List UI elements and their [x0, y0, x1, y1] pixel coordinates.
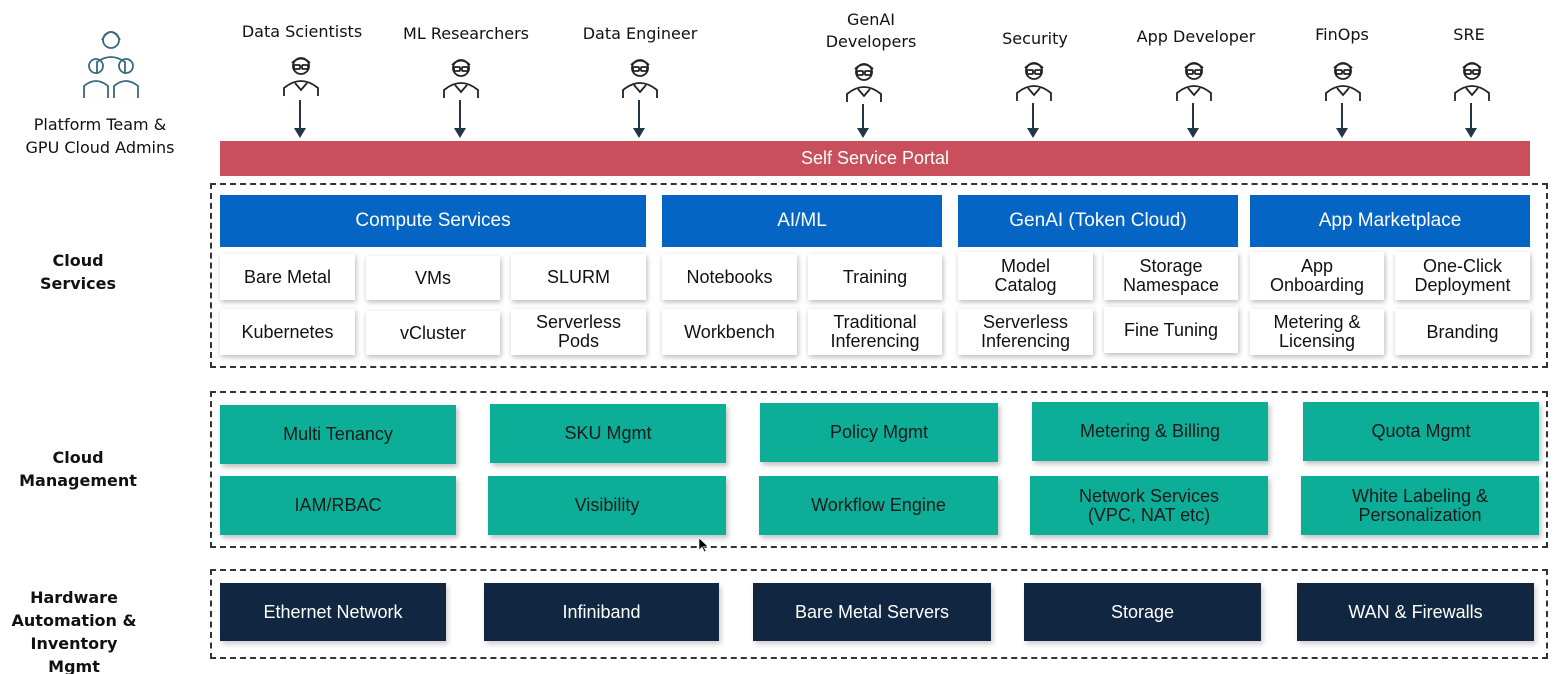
person-icon	[1323, 59, 1363, 103]
persona-sre-label: SRE	[1453, 25, 1485, 44]
hw-wan-firewalls[interactable]: WAN & Firewalls	[1297, 583, 1534, 641]
person-icon	[844, 60, 884, 104]
self-service-portal[interactable]: Self Service Portal	[220, 141, 1530, 176]
hw-bare-metal-servers[interactable]: Bare Metal Servers	[753, 583, 991, 641]
mgmt-iam-rbac[interactable]: IAM/RBAC	[220, 476, 456, 535]
cloud-management-label: Cloud Management	[19, 448, 137, 490]
person-icon	[1014, 59, 1054, 103]
service-storage-namespace[interactable]: Storage Namespace	[1104, 252, 1238, 300]
arrow-down-icon	[1187, 103, 1199, 138]
persona-genai-developers-label: GenAI Developers	[825, 10, 917, 51]
service-slurm[interactable]: SLURM	[511, 254, 646, 300]
team-icon	[83, 31, 139, 98]
mgmt-white-labeling[interactable]: White Labeling & Personalization	[1301, 476, 1539, 535]
mgmt-multi-tenancy[interactable]: Multi Tenancy	[220, 405, 456, 464]
service-training[interactable]: Training	[808, 254, 942, 300]
mgmt-sku[interactable]: SKU Mgmt	[490, 404, 726, 463]
service-serverless-inferencing[interactable]: Serverless Inferencing	[958, 309, 1093, 355]
hw-ethernet-network[interactable]: Ethernet Network	[220, 583, 446, 641]
service-serverless-pods[interactable]: Serverless Pods	[511, 309, 646, 355]
person-icon	[441, 56, 481, 100]
persona-app-developer-label: App Developer	[1136, 27, 1256, 46]
mgmt-quota[interactable]: Quota Mgmt	[1303, 402, 1539, 461]
mouse-cursor-icon	[699, 538, 709, 552]
service-vms[interactable]: VMs	[366, 256, 500, 300]
ai-ml-header[interactable]: AI/ML	[662, 195, 942, 247]
arrow-down-icon	[1465, 103, 1477, 138]
hardware-layer	[210, 569, 1548, 659]
person-icon	[1452, 59, 1492, 103]
cloud-management-layer	[210, 391, 1548, 548]
person-icon	[281, 54, 321, 98]
service-workbench[interactable]: Workbench	[662, 309, 797, 355]
arrow-down-icon	[857, 104, 869, 138]
persona-security-label: Security	[1002, 29, 1068, 48]
persona-ml-researchers-label: ML Researchers	[403, 24, 529, 43]
service-bare-metal[interactable]: Bare Metal	[220, 254, 355, 300]
service-model-catalog[interactable]: Model Catalog	[958, 252, 1093, 300]
mgmt-visibility[interactable]: Visibility	[488, 476, 726, 535]
service-kubernetes[interactable]: Kubernetes	[220, 309, 355, 355]
persona-data-engineer-label: Data Engineer	[582, 24, 698, 43]
service-app-onboarding[interactable]: App Onboarding	[1250, 252, 1384, 300]
service-fine-tuning[interactable]: Fine Tuning	[1104, 307, 1238, 353]
compute-services-header[interactable]: Compute Services	[220, 195, 646, 247]
mgmt-policy[interactable]: Policy Mgmt	[760, 403, 998, 462]
mgmt-network-services[interactable]: Network Services (VPC, NAT etc)	[1030, 476, 1268, 535]
persona-data-scientists-label: Data Scientists	[241, 22, 363, 41]
hw-infiniband[interactable]: Infiniband	[484, 583, 719, 641]
service-vcluster[interactable]: vCluster	[366, 311, 500, 355]
service-traditional-inferencing[interactable]: Traditional Inferencing	[808, 309, 942, 355]
cloud-services-layer	[210, 183, 1548, 368]
service-notebooks[interactable]: Notebooks	[662, 254, 797, 300]
mgmt-workflow-engine[interactable]: Workflow Engine	[759, 476, 998, 535]
service-branding[interactable]: Branding	[1395, 309, 1530, 355]
app-marketplace-header[interactable]: App Marketplace	[1250, 195, 1530, 247]
service-metering-licensing[interactable]: Metering & Licensing	[1250, 309, 1384, 355]
hardware-label: Hardware Automation & Inventory Mgmt	[11, 588, 137, 674]
genai-header[interactable]: GenAI (Token Cloud)	[958, 195, 1238, 247]
mgmt-metering-billing[interactable]: Metering & Billing	[1032, 402, 1268, 461]
arrow-down-icon	[294, 100, 306, 138]
admin-label: Platform Team & GPU Cloud Admins	[25, 115, 175, 157]
person-icon	[620, 56, 660, 100]
arrow-down-icon	[633, 100, 645, 138]
cloud-services-label: Cloud Services	[39, 251, 117, 293]
arrow-down-icon	[454, 100, 466, 138]
arrow-down-icon	[1336, 103, 1348, 138]
arrow-down-icon	[1027, 103, 1039, 138]
persona-finops-label: FinOps	[1315, 25, 1369, 44]
service-one-click-deployment[interactable]: One-Click Deployment	[1395, 252, 1530, 300]
hw-storage[interactable]: Storage	[1024, 583, 1261, 641]
person-icon	[1174, 59, 1214, 103]
